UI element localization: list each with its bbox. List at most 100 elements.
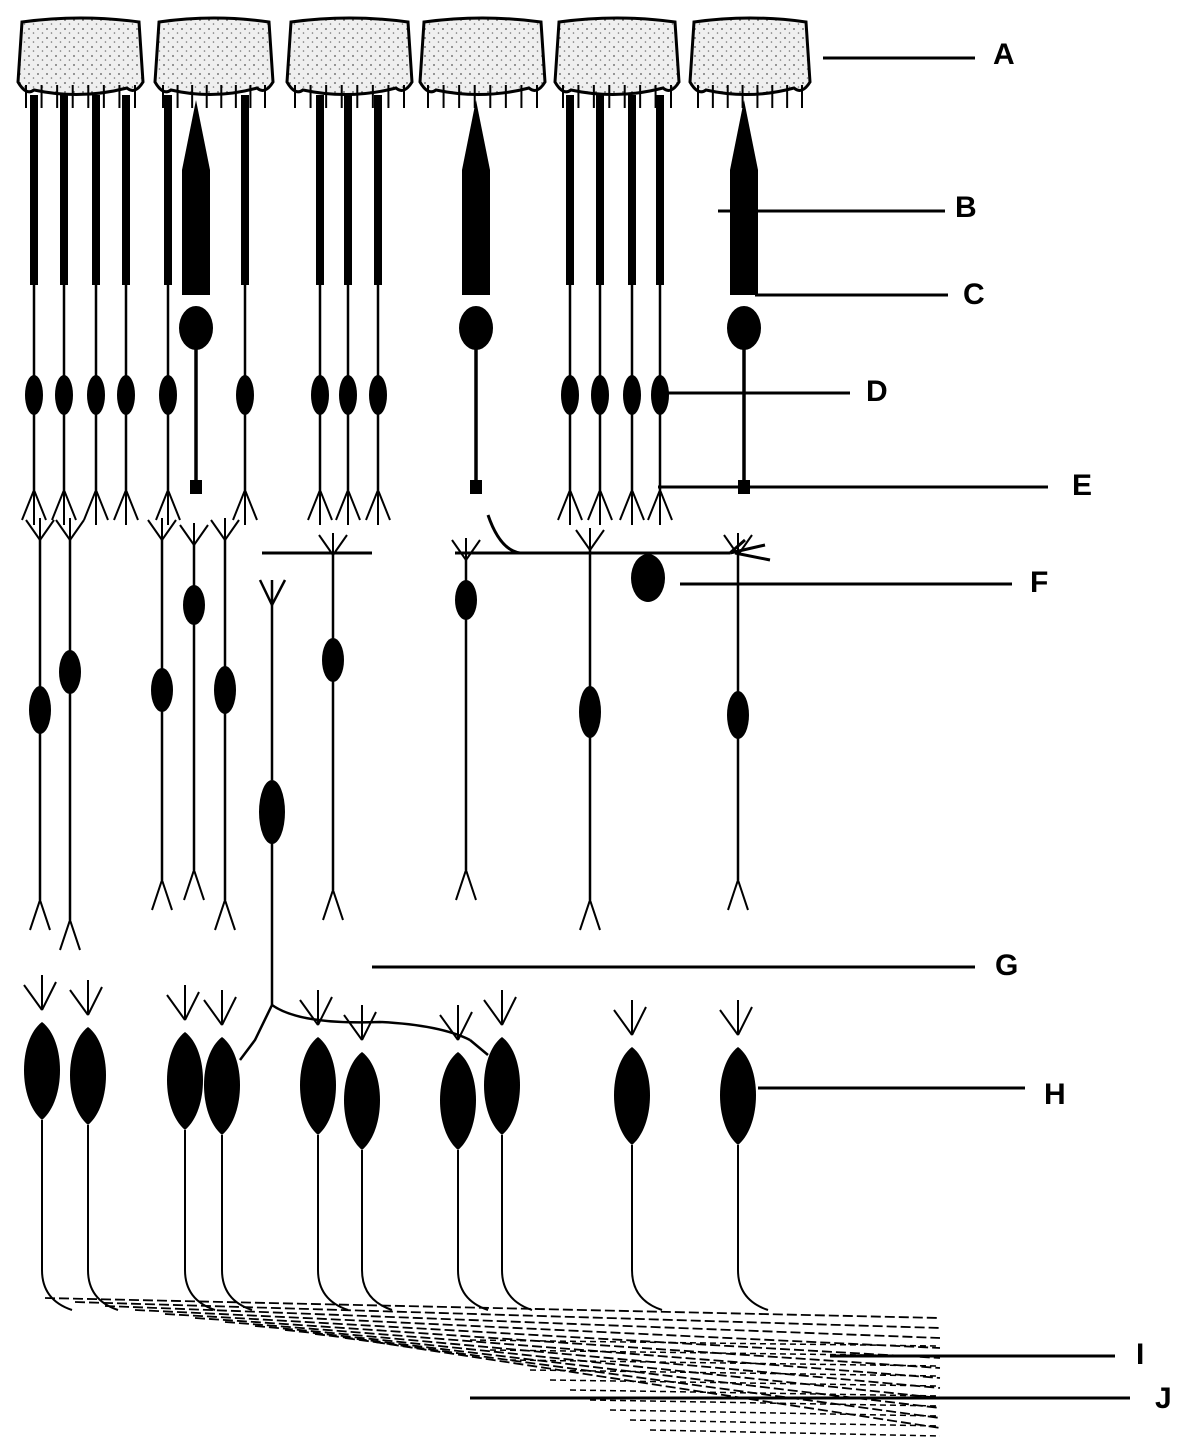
bipolar-soma xyxy=(59,650,81,694)
rod-spherule xyxy=(588,490,612,525)
label-a: A xyxy=(993,40,1015,70)
rod-nucleus xyxy=(236,375,254,415)
rod-nucleus xyxy=(339,375,357,415)
bipolar-dendrite xyxy=(211,518,239,540)
rod-spherule xyxy=(233,490,257,525)
bipolar-terminal xyxy=(152,880,172,910)
bipolar-soma xyxy=(727,691,749,739)
rod-nucleus xyxy=(561,375,579,415)
cone-nucleus xyxy=(727,306,761,350)
rod-spherule xyxy=(114,490,138,525)
ganglion-axon xyxy=(318,1135,348,1310)
rod-outer-segment xyxy=(566,95,574,285)
ganglion-soma xyxy=(484,1037,520,1135)
rod-nucleus xyxy=(159,375,177,415)
ganglion-axon xyxy=(222,1135,252,1310)
ganglion-soma xyxy=(24,1022,60,1120)
pigment-cell xyxy=(155,18,273,95)
ganglion-soma xyxy=(440,1052,476,1150)
bipolar-terminal xyxy=(30,900,50,930)
rod-outer-segment xyxy=(344,95,352,285)
bipolar-terminal xyxy=(184,870,204,900)
ganglion-soma xyxy=(204,1037,240,1135)
ganglion-dendrite xyxy=(204,990,236,1025)
rod-outer-segment xyxy=(122,95,130,285)
rod-spherule xyxy=(308,490,332,525)
bipolar-terminal xyxy=(215,900,235,930)
rod-spherule xyxy=(22,490,46,525)
rod-outer-segment xyxy=(30,95,38,285)
ganglion-soma xyxy=(344,1052,380,1150)
rod-spherule xyxy=(558,490,582,525)
bipolar-terminal xyxy=(456,870,476,900)
rod-spherule xyxy=(648,490,672,525)
pigment-epithelium xyxy=(18,18,810,108)
ganglion-dendrite xyxy=(70,980,102,1015)
rod-nucleus xyxy=(651,375,669,415)
ganglion-axon xyxy=(185,1130,215,1310)
bipolar-soma xyxy=(29,686,51,734)
bipolar-terminal xyxy=(580,900,600,930)
bipolar-terminal xyxy=(323,890,343,920)
rod-nucleus xyxy=(25,375,43,415)
optic-fiber-hatch xyxy=(650,1430,940,1436)
rod-spherule xyxy=(156,490,180,525)
cone-pedicle xyxy=(190,480,202,494)
cone-pedicle xyxy=(470,480,482,494)
label-e: E xyxy=(1072,471,1092,501)
rod-outer-segment xyxy=(241,95,249,285)
rod-outer-segment xyxy=(164,95,172,285)
rod-nucleus xyxy=(369,375,387,415)
ganglion-axon xyxy=(458,1150,488,1310)
rod-nucleus xyxy=(591,375,609,415)
pigment-cell xyxy=(555,18,679,95)
label-b: B xyxy=(955,193,977,223)
label-j: J xyxy=(1155,1384,1172,1414)
pigment-cell xyxy=(287,18,412,95)
rod-nucleus xyxy=(55,375,73,415)
rod-outer-segment xyxy=(60,95,68,285)
label-h: H xyxy=(1044,1080,1066,1110)
cone-outer-segment xyxy=(462,100,490,295)
label-f: F xyxy=(1030,568,1048,598)
rod-spherule xyxy=(52,490,76,525)
ganglion-soma xyxy=(70,1027,106,1125)
cone-nucleus xyxy=(459,306,493,350)
label-g: G xyxy=(995,951,1018,981)
bipolar-dendrite xyxy=(56,518,84,540)
ganglion-soma xyxy=(167,1032,203,1130)
ganglion-axon xyxy=(362,1150,392,1310)
bipolar-soma xyxy=(151,668,173,712)
bipolar-soma xyxy=(214,666,236,714)
ganglion-soma xyxy=(720,1047,756,1145)
rod-spherule xyxy=(366,490,390,525)
rod-nucleus xyxy=(87,375,105,415)
ganglion-soma xyxy=(300,1037,336,1135)
ganglion-axon xyxy=(632,1145,662,1310)
ganglion-axon xyxy=(42,1120,72,1310)
ganglion-axon xyxy=(502,1135,532,1310)
ganglion-dendrite xyxy=(614,1000,646,1035)
label-d: D xyxy=(866,377,888,407)
ganglion-cell-layer xyxy=(24,975,768,1310)
bipolar-terminal xyxy=(728,880,748,910)
rod-outer-segment xyxy=(92,95,100,285)
bipolar-dendrite xyxy=(576,528,604,550)
photoreceptor-layer xyxy=(22,95,761,525)
rod-nucleus xyxy=(117,375,135,415)
rod-outer-segment xyxy=(656,95,664,285)
cone-outer-segment xyxy=(182,100,210,295)
ganglion-dendrite xyxy=(720,1000,752,1035)
rod-spherule xyxy=(336,490,360,525)
ganglion-dendrite xyxy=(484,990,516,1025)
bipolar-soma xyxy=(455,580,477,620)
ganglion-dendrite xyxy=(167,985,199,1020)
ganglion-dendrite xyxy=(24,975,56,1010)
rod-outer-segment xyxy=(374,95,382,285)
label-c: C xyxy=(963,280,985,310)
rod-outer-segment xyxy=(596,95,604,285)
rod-outer-segment xyxy=(628,95,636,285)
ganglion-axon xyxy=(88,1125,118,1310)
cone-nucleus xyxy=(179,306,213,350)
